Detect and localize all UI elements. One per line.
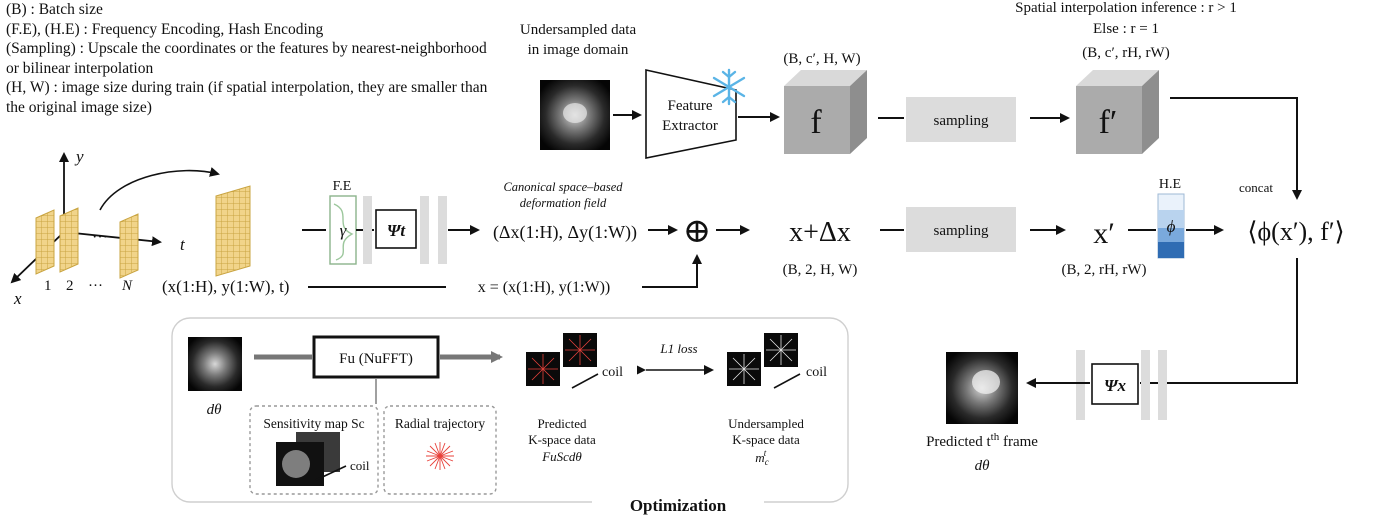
extractor-label-1: Feature [668,98,713,114]
frame-1-label: 1 [44,278,52,294]
nufft-box [312,335,440,379]
psi-x-bars [1076,350,1167,420]
pred-coil-arrow [571,373,599,389]
else-caption: Else : r = 1 [1093,21,1159,37]
hash-encoding-bar [1157,193,1185,259]
sens-coil-arrow [315,465,347,481]
frame-grids [35,207,139,279]
sampling-label-mid: sampling [934,223,989,239]
psi-x-symbol: Ψx [1104,376,1127,395]
optimization-panel [171,317,849,503]
d-theta-label: dθ [207,402,223,418]
deform-caption-1: Canonical space–based [503,180,623,194]
frame-dots-label: ··· [88,278,103,294]
predicted-frame-symbol: dθ [975,458,991,474]
d-theta-image [188,337,242,391]
snowflake-icon [712,68,746,106]
fe-label: F.E [333,179,352,194]
frame-n-label: N [121,278,133,294]
l1-loss-label: L1 loss [659,341,697,356]
psi-t-box [375,209,417,249]
under-coil-arrow [773,373,801,389]
psi-t-bars [363,196,447,264]
fprime-to-concat-arrow [1170,97,1302,200]
pred-label-2: K-space data [528,432,596,447]
sum-symbol: ⊕ [683,213,712,250]
selected-frame-grid [215,185,251,277]
predicted-kspace-images [526,333,597,386]
fe-wave-icon [333,203,354,261]
psi-t-symbol: Ψt [387,221,407,240]
radial-trajectory-box [383,405,497,495]
sampling-box-mid [906,207,1016,252]
interp-caption: Spatial interpolation inference : r > 1 [1015,0,1237,16]
predicted-frame-heart [972,370,1000,394]
x-plus-dx: x+Δx [789,217,851,248]
fe-gamma: γ [340,221,348,240]
input-tuple: (x(1:H), y(1:W), t) [162,277,289,296]
x-prime-shape: (B, 2, rH, rW) [1062,262,1147,278]
psi-x-box [1091,363,1139,405]
predicted-frame-label: Predicted tth frame [926,431,1038,450]
frame-dots-mid: ··· [92,229,108,246]
feature-extractor-box [645,69,737,159]
concat-to-decoder-line [1140,258,1298,384]
radial-label: Radial trajectory [395,416,486,431]
radial-trajectory-icon [426,442,454,470]
concat-result: ⟨ϕ(x′), f′⟩ [1247,217,1344,246]
input-label-1: Undersampled data [520,22,637,38]
pred-label-1: Predicted [537,416,587,431]
axis-t-label: t [180,235,186,254]
under-label-1: Undersampled [728,416,804,431]
feature-cube-f [784,70,867,154]
legend-batch: (B) : Batch size [6,1,103,18]
he-phi: ϕ [1167,217,1176,236]
under-label-3: mct [755,448,768,467]
extractor-label-2: Extractor [662,118,718,134]
undersampled-kspace-images [727,333,798,386]
nufft-label: Fu (NuFFT) [339,351,413,367]
frame-2-label: 2 [66,278,74,294]
deformation-value: (Δx(1:H), Δy(1:W)) [493,222,637,243]
legend: (B) : Batch size (F.E), (H.E) : Frequenc… [6,0,496,117]
sensitivity-map-image [276,432,340,486]
input-label-2: in image domain [528,42,629,58]
coords-to-sum-arrow [308,254,702,288]
axis-y-label: y [74,147,84,166]
legend-sampling: (Sampling) : Upscale the coordinates or … [6,40,487,77]
under-coil-label: coil [806,365,827,380]
x-def-backdrop [446,276,642,298]
pred-label-3: FuScdθ [541,449,582,464]
he-label: H.E [1159,177,1181,192]
f-shape: (B, c′, H, W) [783,51,860,67]
legend-image-size: (H, W) : image size during train (if spa… [6,79,488,116]
x-plus-dx-shape: (B, 2, H, W) [783,262,858,278]
x-prime: x′ [1093,217,1115,250]
frame-select-arrow [99,167,220,211]
sensitivity-label: Sensitivity map Sc [263,416,364,431]
deform-caption-2: deformation field [520,196,607,210]
fprime-shape: (B, c′, rH, rW) [1082,45,1169,61]
pred-coil-label: coil [602,365,623,380]
optimization-title: Optimization [630,496,727,515]
concat-label: concat [1239,180,1273,195]
undersampled-image-heart [563,103,587,123]
sampling-label-top: sampling [934,113,989,129]
axis-x-label: x [13,289,22,308]
sens-coil-label: coil [350,458,370,473]
legend-encodings: (F.E), (H.E) : Frequency Encoding, Hash … [6,20,324,38]
f-symbol: f [810,104,822,141]
optimization-title-backdrop [592,492,764,516]
feature-cube-fprime [1076,70,1159,154]
under-label-2: K-space data [732,432,800,447]
sensitivity-map-box [249,405,379,495]
sampling-box-top [906,97,1016,142]
fprime-symbol: f′ [1099,104,1118,141]
x-definition: x = (x(1:H), y(1:W)) [478,279,611,296]
